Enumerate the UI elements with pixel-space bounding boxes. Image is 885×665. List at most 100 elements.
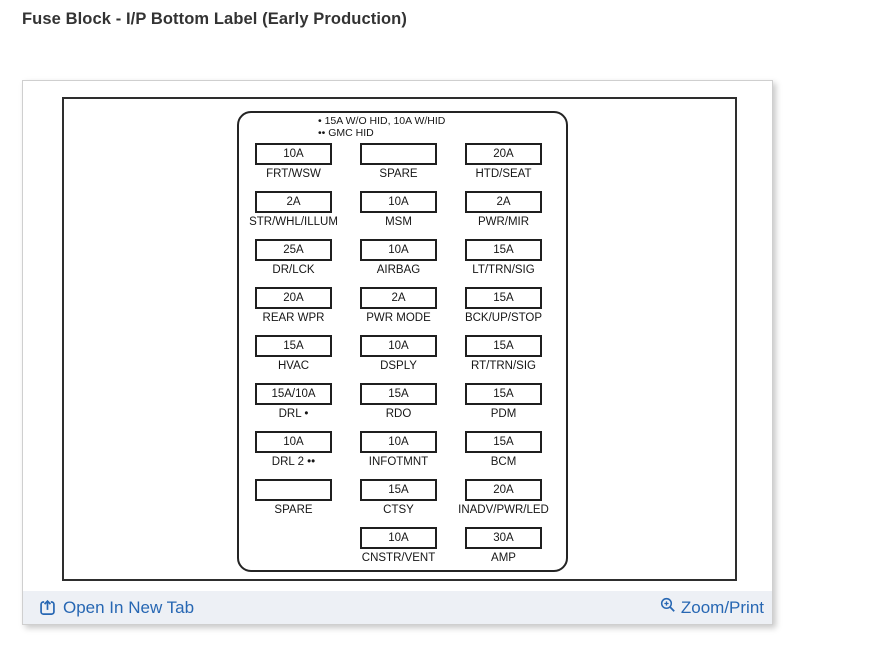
fuse-label: AIRBAG [376, 264, 421, 276]
fuse-cell: 10A CNSTR/VENT [360, 527, 437, 565]
fuse-amp: 30A [493, 532, 514, 544]
fuse-amp-box: 10A [360, 239, 437, 261]
fuse-amp-box: 15A [465, 335, 542, 357]
fuse-row: 15A HVAC 10A DSPLY 15A RT/TRN/SIG [239, 335, 566, 373]
open-in-new-tab-icon [39, 599, 56, 616]
fuse-label: CNSTR/VENT [361, 552, 436, 564]
fuse-cell: 10A AIRBAG [360, 239, 437, 277]
fuse-row: 10A FRT/WSW SPARE 20A HTD/SEAT [239, 143, 566, 181]
fuse-cell: 15A/10A DRL • [255, 383, 332, 421]
fuse-amp-box: 15A [255, 335, 332, 357]
fuse-amp-box: 20A [255, 287, 332, 309]
fuse-amp-box: 10A [360, 191, 437, 213]
fuse-amp-box: 2A [360, 287, 437, 309]
fuse-amp: 10A [388, 340, 409, 352]
open-in-new-tab-link[interactable]: Open In New Tab [39, 598, 194, 618]
fuse-amp-box: 15A [360, 479, 437, 501]
fuse-amp: 20A [493, 148, 514, 160]
fuse-row: SPARE 15A CTSY 20A INADV/PWR/LED [239, 479, 566, 517]
fuse-cell: 2A PWR/MIR [465, 191, 542, 229]
fuse-amp: 15A [493, 244, 514, 256]
fuse-cell: 15A BCM [465, 431, 542, 469]
fuse-label: DRL 2 •• [271, 456, 316, 468]
fuse-amp: 15A/10A [271, 388, 316, 400]
fuse-cell: 15A CTSY [360, 479, 437, 517]
fuse-amp: 20A [493, 484, 514, 496]
fuse-amp: 15A [493, 340, 514, 352]
fuse-amp: 15A [388, 484, 409, 496]
zoom-print-link[interactable]: Zoom/Print [660, 597, 764, 619]
fuse-amp: 15A [493, 436, 514, 448]
fuse-amp-box: 20A [465, 479, 542, 501]
fuse-amp-box: 15A [465, 239, 542, 261]
fuse-row: 25A DR/LCK 10A AIRBAG 15A LT/TRN/SIG [239, 239, 566, 277]
fuse-amp: 10A [388, 532, 409, 544]
page-title: Fuse Block - I/P Bottom Label (Early Pro… [22, 10, 407, 28]
fuse-amp-box [360, 143, 437, 165]
fuse-label: FRT/WSW [266, 168, 321, 180]
fuse-label: DSPLY [380, 360, 417, 372]
fuse-amp-box: 2A [465, 191, 542, 213]
fuse-amp-box: 30A [465, 527, 542, 549]
fuse-amp: 2A [286, 196, 301, 208]
fuse-label: HTD/SEAT [475, 168, 532, 180]
fuse-amp: 2A [496, 196, 511, 208]
fuse-amp-box: 15A [465, 383, 542, 405]
fuse-cell: 15A RT/TRN/SIG [465, 335, 542, 373]
legend-line-2: •• GMC HID [318, 127, 374, 139]
legend-line-1: • 15A W/O HID, 10A W/HID [318, 115, 446, 127]
fuse-amp-box: 10A [255, 143, 332, 165]
fuse-rows: 10A FRT/WSW SPARE 20A HTD/SEAT 2A [239, 143, 566, 565]
fuse-cell: SPARE [360, 143, 437, 181]
fuse-label: HVAC [277, 360, 310, 372]
fuse-label: SPARE [379, 168, 418, 180]
fuse-label: RT/TRN/SIG [471, 360, 536, 372]
fuse-cell: 15A BCK/UP/STOP [465, 287, 542, 325]
fuse-amp: 15A [283, 340, 304, 352]
fuse-label: BCM [490, 456, 517, 468]
fuse-amp-box: 15A [465, 431, 542, 453]
fuse-label: BCK/UP/STOP [464, 312, 543, 324]
fuse-label: DRL • [278, 408, 309, 420]
fuse-label: INFOTMNT [368, 456, 429, 468]
fuse-cell: 15A PDM [465, 383, 542, 421]
fuse-amp: 15A [493, 388, 514, 400]
fuse-label: LT/TRN/SIG [472, 264, 535, 276]
fuse-cell: 10A FRT/WSW [255, 143, 332, 181]
fuse-label: PWR/MIR [477, 216, 530, 228]
fuse-amp: 2A [391, 292, 406, 304]
fuse-amp: 10A [388, 196, 409, 208]
fuse-amp-box: 10A [360, 527, 437, 549]
fuse-label: REAR WPR [262, 312, 325, 324]
fuse-amp-box: 20A [465, 143, 542, 165]
fuse-label: SPARE [274, 504, 313, 516]
fuse-amp: 15A [493, 292, 514, 304]
fuse-amp: 20A [283, 292, 304, 304]
fuse-cell: 20A REAR WPR [255, 287, 332, 325]
fuse-row: 10A DRL 2 •• 10A INFOTMNT 15A BCM [239, 431, 566, 469]
fuse-cell: 10A MSM [360, 191, 437, 229]
fuse-cell: 30A AMP [465, 527, 542, 565]
fuse-amp-box: 15A [360, 383, 437, 405]
fuse-cell: SPARE [255, 479, 332, 517]
fuse-label: CTSY [383, 504, 414, 516]
zoom-plus-icon [660, 597, 675, 619]
fuse-amp: 10A [388, 436, 409, 448]
fuse-amp: 10A [283, 436, 304, 448]
fuse-label: DR/LCK [272, 264, 315, 276]
fuse-cell: 10A DSPLY [360, 335, 437, 373]
panel-footer: Open In New Tab Zoom/Print [23, 591, 772, 624]
fuse-amp: 15A [388, 388, 409, 400]
fuse-amp-box [255, 479, 332, 501]
fuse-row: 20A REAR WPR 2A PWR MODE 15A BCK/UP/STOP [239, 287, 566, 325]
fuse-amp-box: 15A [465, 287, 542, 309]
fuse-amp: 10A [388, 244, 409, 256]
fuse-amp-box: 10A [255, 431, 332, 453]
fuse-label: INADV/PWR/LED [458, 504, 549, 516]
fuse-label: PDM [490, 408, 517, 420]
fuse-legend: • 15A W/O HID, 10A W/HID •• GMC HID [318, 115, 566, 139]
fuse-amp-box: 15A/10A [255, 383, 332, 405]
fuse-amp-box: 2A [255, 191, 332, 213]
fuse-label: PWR MODE [366, 312, 431, 324]
fuse-amp-box: 10A [360, 335, 437, 357]
